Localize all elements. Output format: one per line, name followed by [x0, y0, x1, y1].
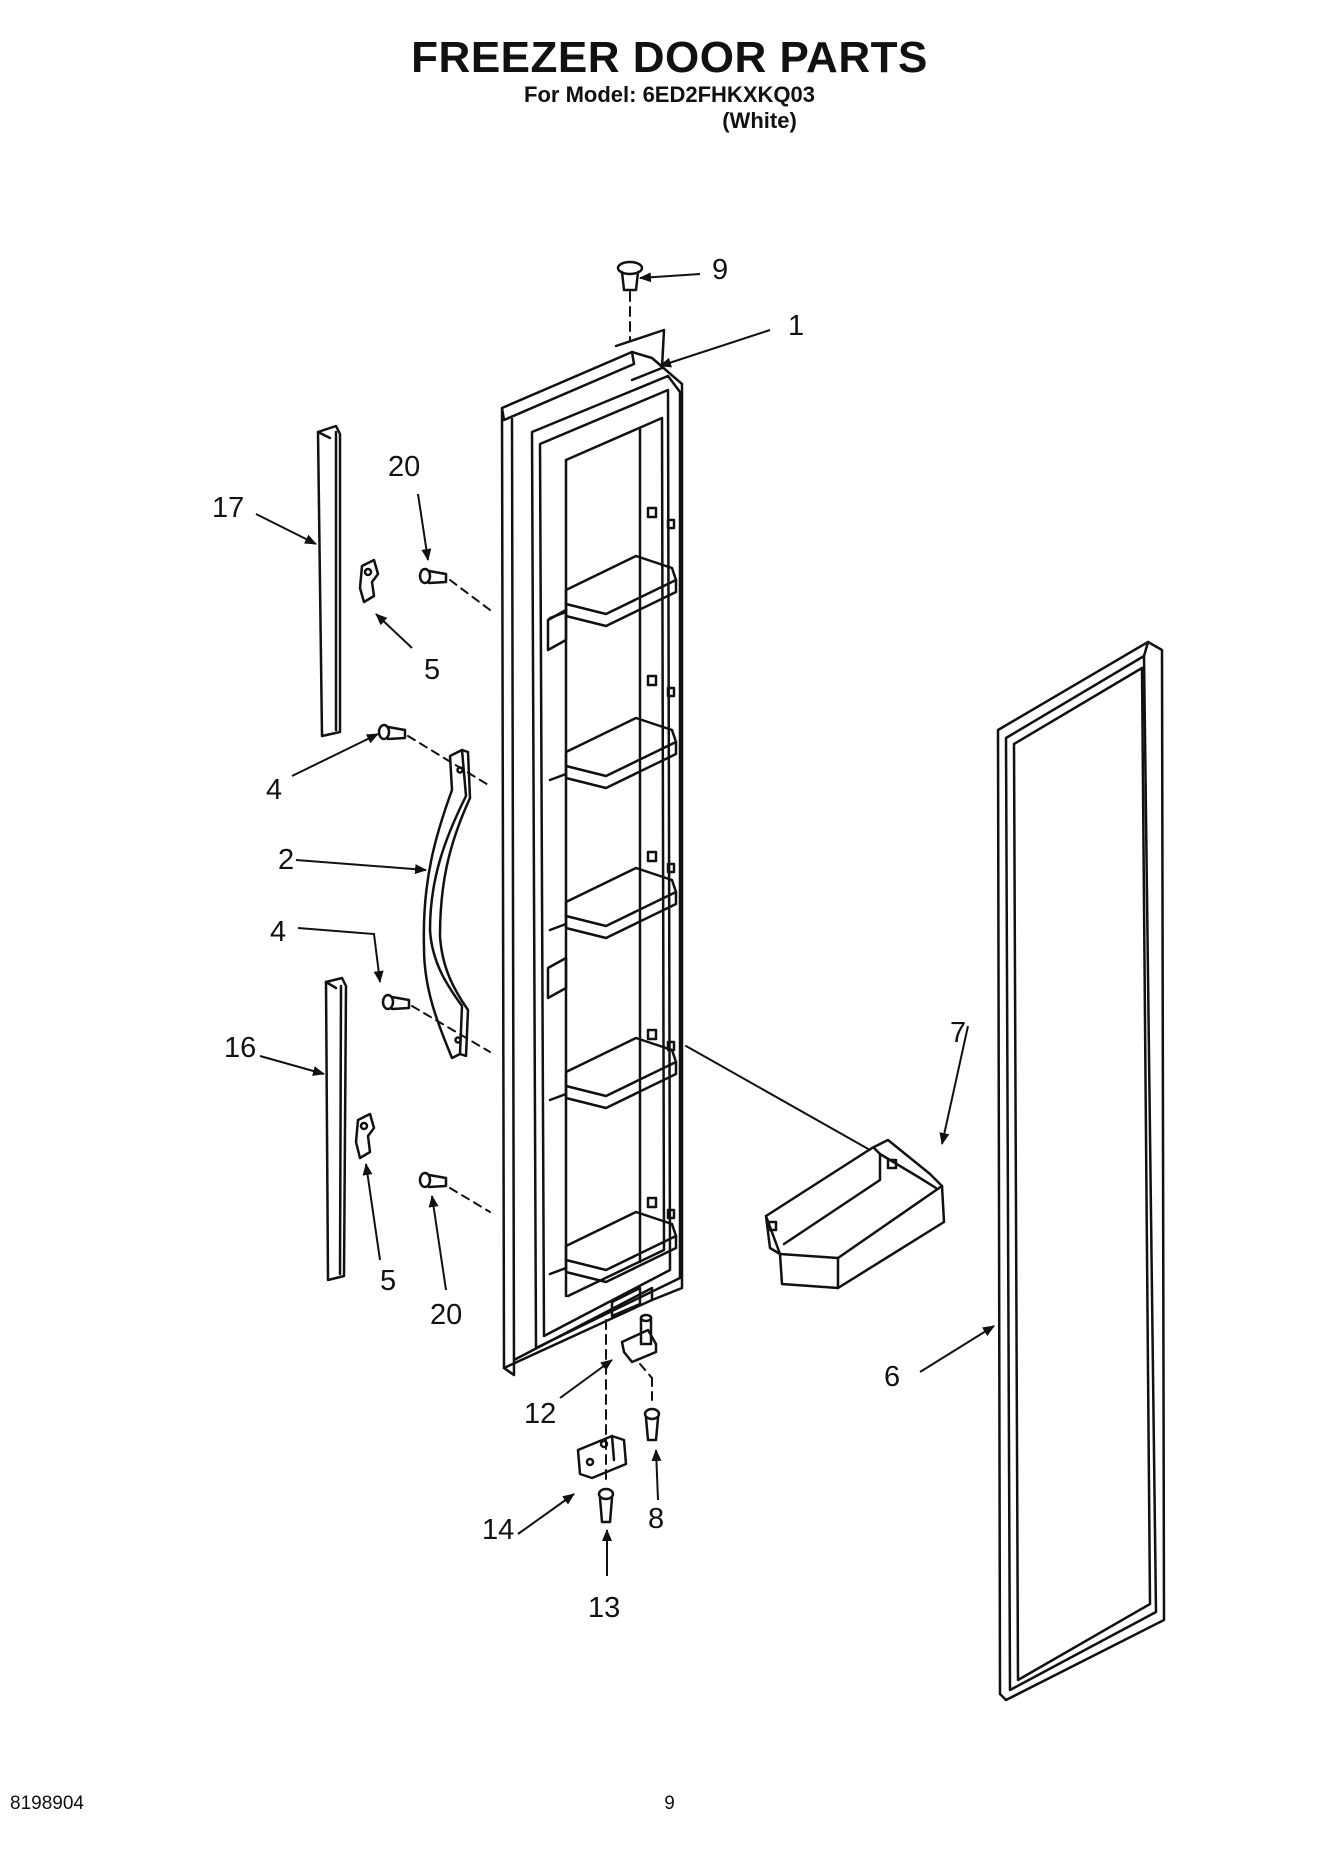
hinge-bushing-drawing — [616, 260, 644, 341]
model-color: (White) — [722, 108, 797, 133]
callout-labels: 9 1 17 20 5 4 2 4 16 5 20 7 6 12 8 14 13 — [212, 254, 966, 1624]
door-gasket-drawing — [996, 640, 1166, 1702]
trim-lower-drawing — [324, 976, 348, 1282]
callout-14: 14 — [482, 1514, 514, 1546]
callout-13: 13 — [588, 1592, 620, 1624]
handle-screw-lower-drawing — [381, 993, 491, 1053]
trim-upper-drawing — [316, 424, 342, 738]
door-handle-drawing — [422, 748, 472, 1060]
trim-clip-lower-drawing — [354, 1112, 376, 1160]
page-number: 9 — [664, 1793, 675, 1814]
document-number: 8198904 — [10, 1793, 84, 1814]
callout-20-upper: 20 — [388, 451, 420, 483]
hinge-screw-drawing — [643, 1407, 661, 1442]
clip-screw-upper-drawing — [418, 567, 491, 611]
bottom-hinge-screw-drawing — [597, 1487, 615, 1524]
callout-2: 2 — [278, 844, 294, 876]
callout-4-upper: 4 — [266, 774, 282, 806]
page-header: FREEZER DOOR PARTS For Model: 6ED2FHKXKQ… — [0, 34, 1339, 134]
bottom-hinge-drawing — [576, 1434, 628, 1480]
callout-17: 17 — [212, 492, 244, 524]
door-stop-hinge-drawing — [605, 1313, 658, 1481]
callout-20-lower: 20 — [430, 1299, 462, 1331]
door-shelf-bin-drawing — [685, 1045, 946, 1290]
callout-8: 8 — [648, 1503, 664, 1535]
callout-6: 6 — [884, 1361, 900, 1393]
clip-screw-lower-drawing — [418, 1171, 491, 1213]
callout-5-lower: 5 — [380, 1265, 396, 1297]
page-title: FREEZER DOOR PARTS — [411, 33, 928, 82]
callout-5-upper: 5 — [424, 654, 440, 686]
callout-9: 9 — [712, 254, 728, 286]
freezer-door-drawing — [500, 328, 684, 1377]
callout-leaders — [255, 272, 995, 1576]
callout-1: 1 — [788, 310, 804, 342]
trim-clip-upper-drawing — [358, 558, 380, 604]
handle-screw-upper-drawing — [377, 723, 491, 787]
callout-7: 7 — [950, 1017, 966, 1049]
callout-16: 16 — [224, 1032, 256, 1064]
door-shelves — [548, 554, 678, 1284]
model-number: For Model: 6ED2FHKXKQ03 — [524, 82, 815, 107]
callout-12: 12 — [524, 1398, 556, 1430]
callout-4-lower: 4 — [270, 916, 286, 948]
